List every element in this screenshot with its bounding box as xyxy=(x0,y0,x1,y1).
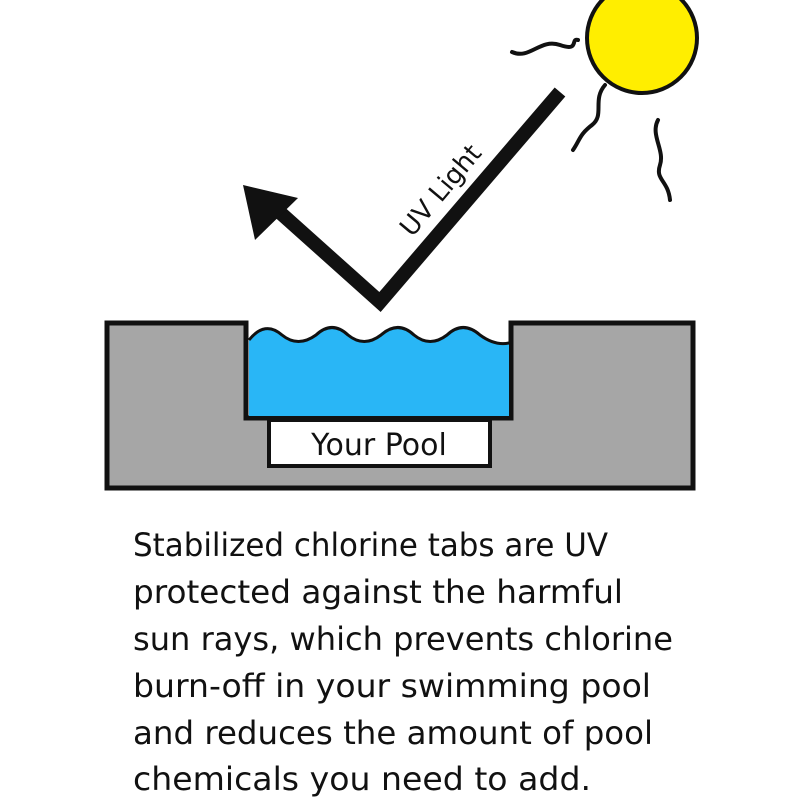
sun-ray xyxy=(510,37,580,56)
caption-line: sun rays, which prevents chlorine xyxy=(133,620,673,658)
uv-arrow-icon xyxy=(243,87,566,312)
caption-line: and reduces the amount of pool xyxy=(133,714,653,752)
sun-icon xyxy=(510,0,699,202)
water-waves-icon xyxy=(247,326,510,346)
pool-label: Your Pool xyxy=(310,428,447,463)
caption-line: burn-off in your swimming pool xyxy=(133,667,651,705)
pool-water xyxy=(249,327,509,416)
sun-ray xyxy=(571,83,607,152)
caption-line: chemicals you need to add. xyxy=(133,760,591,798)
sun-ray xyxy=(653,118,672,202)
caption: Stabilized chlorine tabs are UV protecte… xyxy=(133,526,673,798)
pool-label-box: Your Pool xyxy=(267,418,492,468)
ground xyxy=(104,320,696,491)
caption-line: protected against the harmful xyxy=(133,573,623,611)
caption-line: Stabilized chlorine tabs are UV xyxy=(133,526,608,564)
